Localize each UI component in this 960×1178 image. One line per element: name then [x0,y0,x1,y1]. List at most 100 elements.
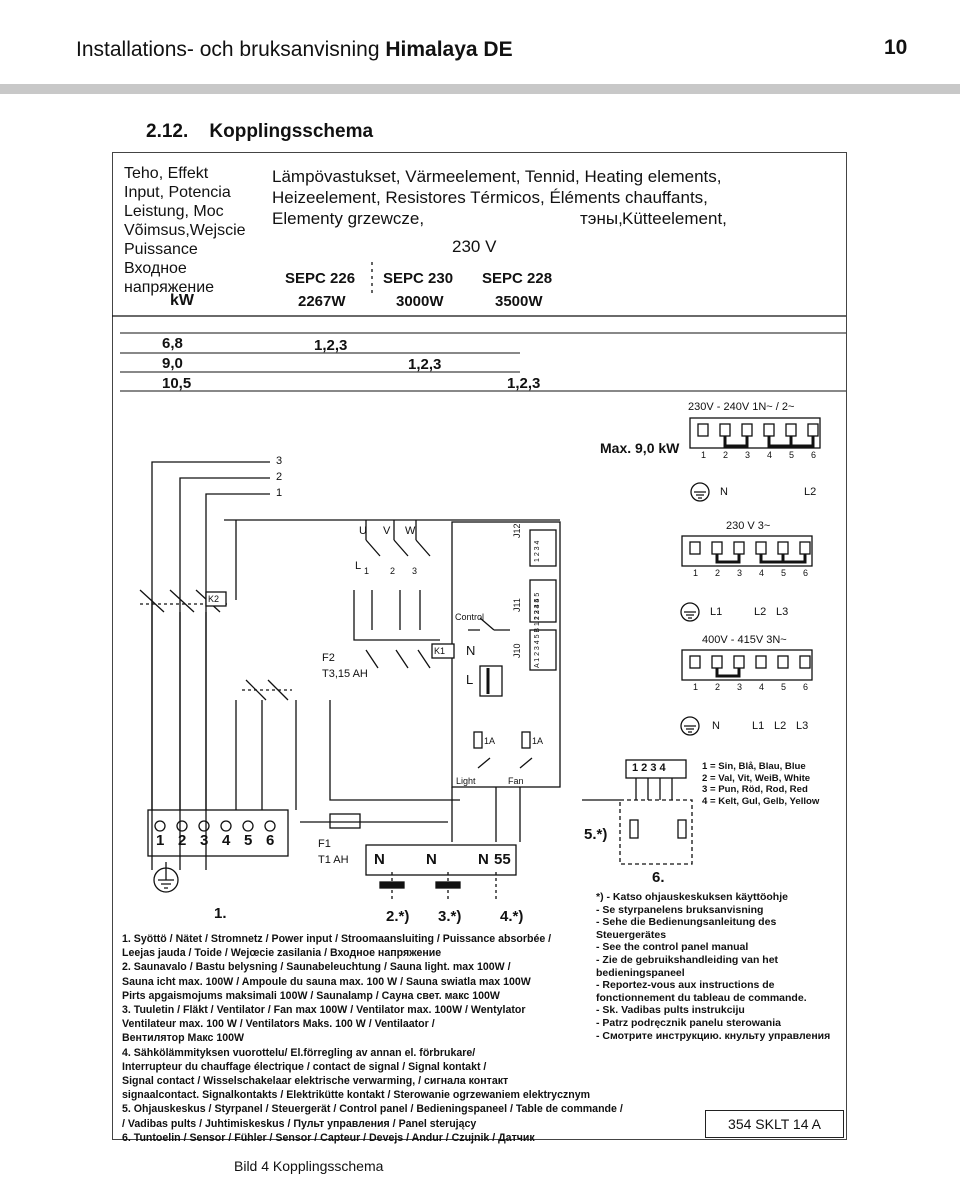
note-line: Вентилятор Макс 100W [122,1032,245,1045]
legend-notes: 1. Syöttö / Nätet / Stromnetz / Power in… [122,932,623,1145]
mains-terminal [242,820,254,832]
block1-terminal-number: 5 [789,450,795,460]
block2-label: L2 [754,606,767,618]
header-title-prefix: Installations- och bruksanvisning [76,38,386,61]
block2-label: L1 [710,606,723,618]
panel-note-line: - Sehe die Bedienungsanleitung des [596,916,777,929]
f2-rating: T3,15 AH [322,668,368,680]
strip-label: N [478,851,489,868]
sensor-element [629,819,639,839]
elements-line-ru: тэны, [580,209,623,228]
k2-label: K2 [208,594,220,604]
block1-terminal-number: 4 [767,450,773,460]
block2-terminal-number: 4 [759,568,765,578]
wire-color-item: 4 = Kelt, Gul, Gelb, Yellow [702,795,820,807]
panel-note-line: fonctionnement du tableau de commande. [596,991,807,1004]
j11-connector [529,579,557,623]
panel-note-line: - Reportez-vous aux instructions de [596,979,775,992]
callout-2: 2.*) [386,908,410,925]
mains-terminal-number: 6 [266,832,275,849]
block1-voltage: 230V - 240V 1N~ / 2~ [688,401,795,413]
max-power-label: Max. 9,0 kW [600,440,680,456]
sensor-pins: 1 2 3 4 [632,762,666,774]
output-terminal-strip [365,844,517,876]
block3-terminal-number: 5 [781,682,787,692]
page-header-title: Installations- och bruksanvisning Himala… [76,38,513,62]
block3-terminal-number: 3 [737,682,743,692]
mains-terminal-number: 5 [244,832,253,849]
note-line: signaalcontact. Signalkontakts / Elektri… [122,1089,591,1102]
light-fan-relays [477,757,533,769]
block2-label: L3 [776,606,789,618]
block1-terminal-number: 3 [745,450,751,460]
terminal-block-2 [681,535,813,567]
row-kw: 9,0 [162,355,183,372]
control-label: Control [455,612,485,622]
wire-color-item: 2 = Val, Vit, WeiB, White [702,772,811,784]
strip-label: N [374,851,385,868]
figure-caption: Bild 4 Kopplingsschema [234,1158,384,1174]
l-number: 2 [390,566,396,576]
mains-terminal [154,820,166,832]
wire-color-legend: 1 = Sin, Blå, Blau, Blue 2 = Val, Vit, W… [702,761,819,807]
terminal-block-3-bridges [715,668,741,678]
panel-note-line: *) - Katso ohjauskeskuksen käyttöohje [596,891,788,903]
terminal-block-2-screws [689,541,811,555]
j12-label: J12 [512,523,522,538]
note-line: 3. Tuuletin / Fläkt / Ventilator / Fan m… [122,1004,526,1017]
block3-label: L3 [796,720,809,732]
mains-terminal-number: 4 [222,832,231,849]
block3-label: L2 [774,720,787,732]
power-header-line: Võimsus,Wejscie [124,222,246,239]
block1-label: N [720,486,728,498]
elements-line-fi: Kütteelement, [622,209,727,228]
note-line: / Vadibas pults / Juhtimiskeskus / Пульт… [122,1117,477,1130]
block2-terminal-number: 2 [715,568,721,578]
section-number: 2.12. [146,121,189,142]
row-kw: 10,5 [162,375,192,392]
panel-note-line: Steuergerätes [596,928,667,941]
mains-terminal [198,820,210,832]
bus-line-1 [205,493,270,870]
block1-terminal-number: 6 [811,450,817,460]
row-kw: 6,8 [162,335,183,352]
note-line: 4. Sähkölämmityksen vuorottelu/ El.förre… [122,1046,476,1059]
note-line: 1. Syöttö / Nätet / Stromnetz / Power in… [122,933,552,945]
bus-line-2 [179,477,270,870]
l-label: L [355,560,362,572]
terminal-wires [151,600,297,810]
terminal-block-1 [689,417,821,449]
callout-6: 6. [652,869,665,886]
section-name: Kopplingsschema [209,121,374,142]
power-header-line: Leistung, Moc [124,203,224,220]
panel-note-line: - Смотрите инструкцию. кнульту управлени… [596,1029,831,1042]
element-number: 1 [276,487,283,499]
output-wires [451,787,521,842]
mains-terminal-strip [147,809,289,857]
block2-terminal-number: 6 [803,568,809,578]
block2-voltage: 230 V 3~ [726,520,771,532]
power-header-line: Input, Potencia [124,184,231,201]
ground-symbol-3 [680,716,700,736]
f2-line [329,700,460,801]
panel-note-line: - Zie de gebruikshandleiding van het [596,953,779,966]
mains-terminal-number: 2 [178,832,187,849]
callout-3: 3.*) [438,908,462,925]
panel-note-line: - Sk. Vadibas pults instrukciju [596,1004,745,1017]
note-line: Pirts apgaismojums maksimali 100W / Saun… [122,989,500,1002]
power-header-line: Входное [124,260,187,277]
mains-terminal-number: 3 [200,832,209,849]
wire-color-item: 1 = Sin, Blå, Blau, Blue [702,761,806,772]
j10-pins: A 1 2 3 4 5 B 1 2 3 4 5 [534,598,541,668]
relay-switches [365,649,431,669]
row-elements: 1,2,3 [408,356,442,373]
panel-note-line: bedieningspaneel [596,966,685,979]
power-sepc230: 3000W [396,293,444,310]
j11-label: J11 [512,598,522,612]
transformer [479,665,503,697]
callout-5: 5.*) [584,826,608,843]
block2-terminal-number: 1 [693,568,699,578]
f2-label: F2 [322,652,335,664]
note-line: 2. Saunavalo / Bastu belysning / Saunabe… [122,961,511,974]
elements-line-pl: Elementy grzewcze, [272,209,425,228]
